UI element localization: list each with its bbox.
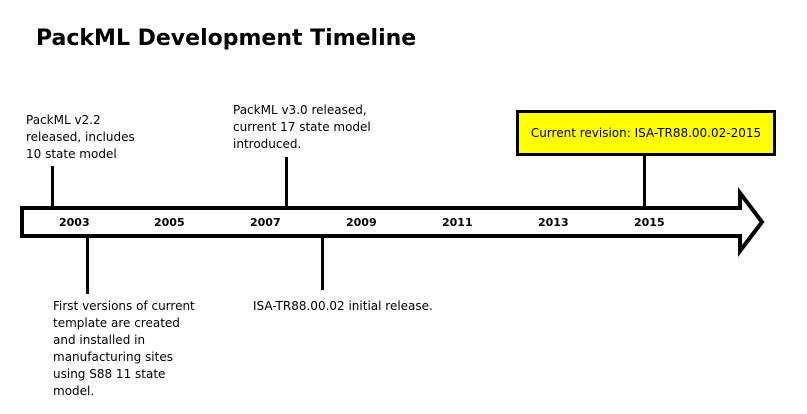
event-first-versions-note: First versions of current template are c… <box>53 299 195 398</box>
diagram-title: PackML Development Timeline <box>36 26 417 51</box>
year-label: 2003 <box>59 216 90 229</box>
event-v22-connector <box>51 166 54 208</box>
event-tr88-connector <box>321 236 324 290</box>
year-label: 2009 <box>346 216 377 229</box>
event-first-versions-connector <box>86 236 89 294</box>
year-label: 2015 <box>634 216 665 229</box>
event-v22-note: PackML v2.2 released, includes 10 state … <box>26 113 135 161</box>
event-v30-note: PackML v3.0 released, current 17 state m… <box>233 103 371 151</box>
current-revision-box: Current revision: ISA-TR88.00.02-2015 <box>516 110 776 156</box>
current-revision-connector <box>643 156 646 208</box>
year-label: 2007 <box>250 216 281 229</box>
current-revision-label: Current revision: ISA-TR88.00.02-2015 <box>530 126 762 140</box>
year-label: 2013 <box>538 216 569 229</box>
event-v30-connector <box>285 157 288 208</box>
year-label: 2005 <box>154 216 185 229</box>
event-tr88-note: ISA-TR88.00.02 initial release. <box>253 299 433 313</box>
year-label: 2011 <box>442 216 473 229</box>
timeline-arrow-shape <box>20 187 765 257</box>
